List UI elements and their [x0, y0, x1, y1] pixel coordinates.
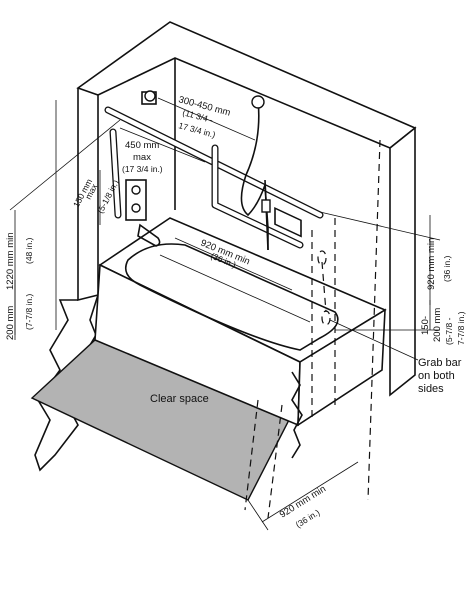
height-200-label-2: (7-7/8 in.)	[24, 293, 34, 330]
end-grab-bar-dashed	[317, 250, 331, 326]
height-1220-label-2: (48 in.)	[24, 237, 34, 264]
tub-spout-controls	[125, 179, 161, 247]
l-shaped-grab-bar	[211, 144, 304, 249]
hand-shower	[240, 95, 271, 251]
bathtub	[94, 217, 387, 427]
right-920-label-2: (36 in.)	[442, 255, 452, 282]
right-150-200-label-1: 150-	[420, 316, 431, 335]
height-200-label-1: 200 mm	[5, 306, 16, 340]
right-150-200-label-2: 200 mm	[432, 308, 443, 342]
room-walls	[34, 21, 417, 472]
right-150-200-label-3: (5-7/8 -	[444, 317, 454, 345]
shower-controls	[141, 90, 302, 238]
grab-bar-note-2: on both	[418, 370, 455, 382]
max-450-label-3: (17 3/4 in.)	[122, 164, 163, 174]
grab-bar-note-1: Grab bar	[418, 357, 462, 369]
left-vertical-grab-bar	[109, 128, 122, 219]
clear-space-label: Clear space	[150, 393, 209, 405]
max-450-label-1: 450 mm	[125, 140, 159, 151]
max-450-label-2: max	[133, 152, 151, 163]
dimension-lines	[9, 97, 441, 531]
right-920-label-1: 920 mm min	[426, 238, 437, 290]
right-150-200-label-4: 7-7/8 in.)	[456, 311, 466, 345]
height-1220-label-1: 1220 mm min	[5, 232, 16, 290]
grab-bar-note-3: sides	[418, 383, 444, 395]
dashed-wall-lines	[244, 139, 381, 519]
